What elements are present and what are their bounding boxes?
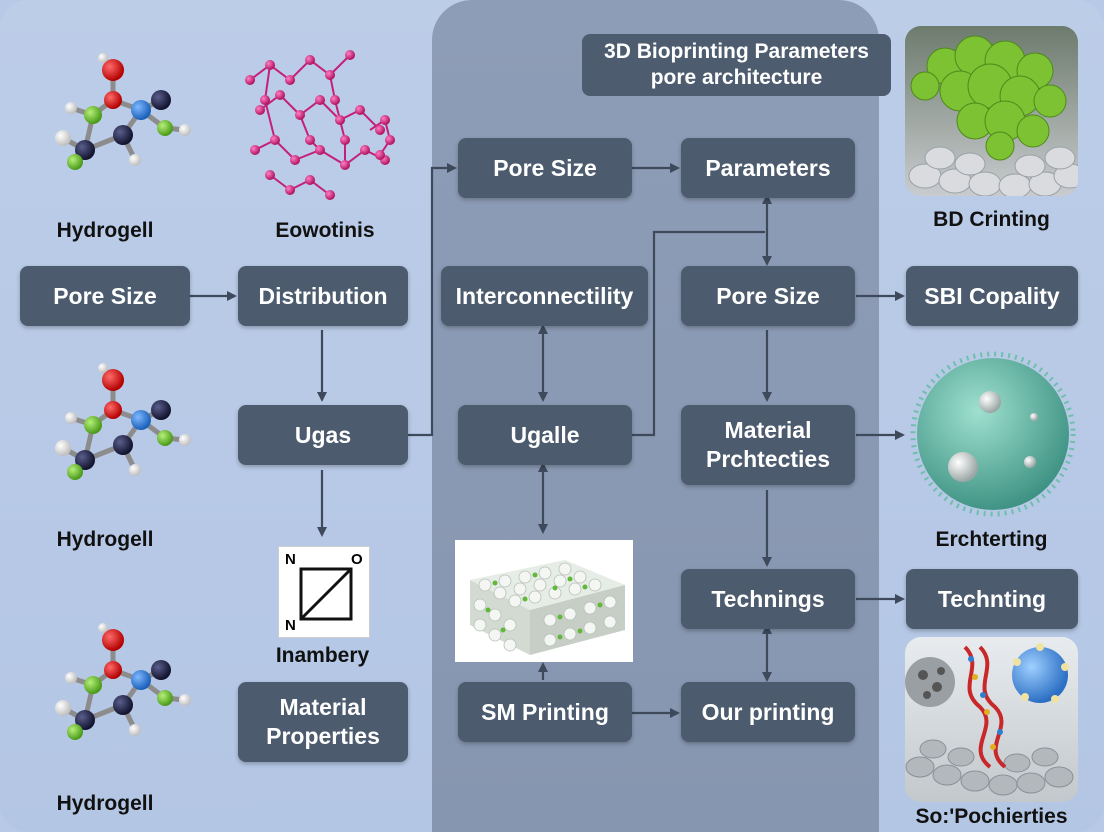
parameters-box: Parameters (681, 138, 855, 198)
arrow-ugalle-to-parameters (632, 230, 765, 437)
hydrogel-label-3: Hydrogell (56, 792, 154, 815)
pore-size-right-box: Pore Size (681, 266, 855, 326)
eowotinis-nodes (245, 50, 395, 200)
sm-printing-box: SM Printing (458, 682, 632, 742)
title-line-2: pore architecture (650, 66, 823, 89)
arrow-ugas-to-pore-size (408, 163, 457, 437)
bd-crinting-label: BD Crinting (933, 208, 1050, 231)
cell-illustration (910, 351, 1076, 517)
our-printing-box: Our printing (681, 682, 855, 742)
icon-letter-tl: N (285, 551, 296, 568)
title-box: 3D Bioprinting Parameters pore architect… (582, 34, 891, 96)
sbi-copality-box: SBI Copality (906, 266, 1078, 326)
icon-letter-bl: N (285, 617, 296, 634)
pore-size-left-box: Pore Size (20, 266, 190, 326)
inambery-label: Inambery (275, 644, 370, 667)
distribution-box: Distribution (238, 266, 408, 326)
hydrogel-label-1: Hydrogell (56, 219, 154, 242)
ugalle-box: Ugalle (458, 405, 632, 465)
ugas-box: Ugas (238, 405, 408, 465)
bd-crinting-image (905, 26, 1078, 196)
techenting-box: Technting (906, 569, 1078, 629)
technings-box: Technings (681, 569, 855, 629)
so-pochierties-label: So:'Pochierties (915, 805, 1068, 828)
erchterting-label: Erchterting (935, 528, 1048, 551)
hydrogel-label-2: Hydrogell (56, 528, 154, 551)
interconnectility-box: Interconnectility (441, 266, 648, 326)
structure-icon: N O N (278, 546, 370, 638)
material-prchtecties-box: Material Prchtecties (681, 405, 855, 485)
pore-size-center-box: Pore Size (458, 138, 632, 198)
icon-letter-tr: O (351, 551, 363, 568)
eowotinis-label: Eowotinis (275, 219, 375, 242)
material-properties-left-box: Material Properties (238, 682, 408, 762)
scaffold-lattice-image (455, 540, 633, 662)
porous-sphere-icon (905, 657, 955, 707)
title-line-1: 3D Bioprinting Parameters (604, 39, 869, 63)
so-pochierties-image (905, 637, 1078, 802)
